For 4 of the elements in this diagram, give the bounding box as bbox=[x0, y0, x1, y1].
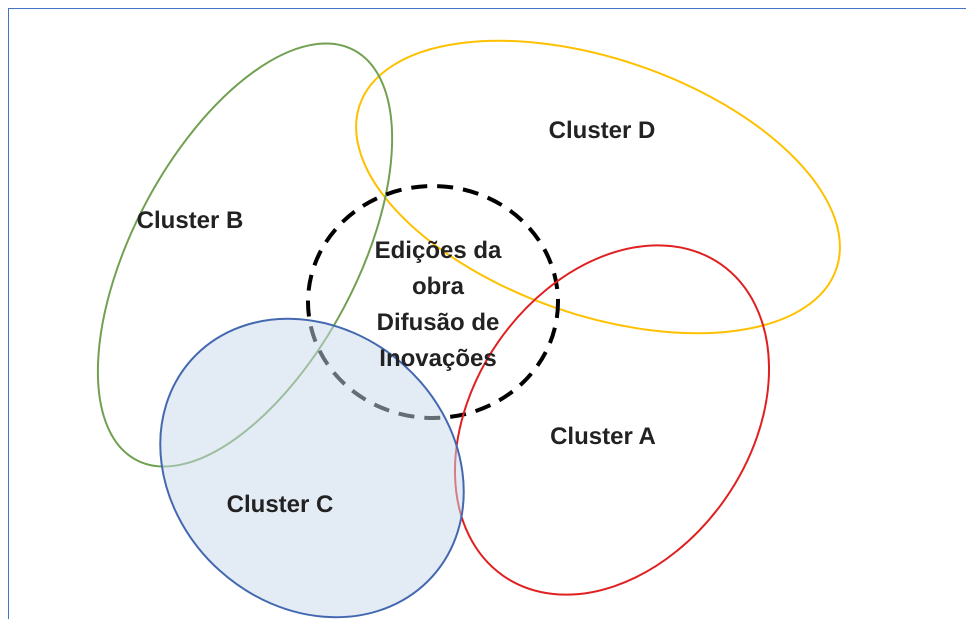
cluster-label: Cluster B bbox=[136, 206, 244, 236]
cluster-label: Cluster C bbox=[226, 490, 334, 520]
cluster-label: Cluster D bbox=[548, 116, 656, 146]
cluster-label: Cluster A bbox=[549, 422, 657, 452]
